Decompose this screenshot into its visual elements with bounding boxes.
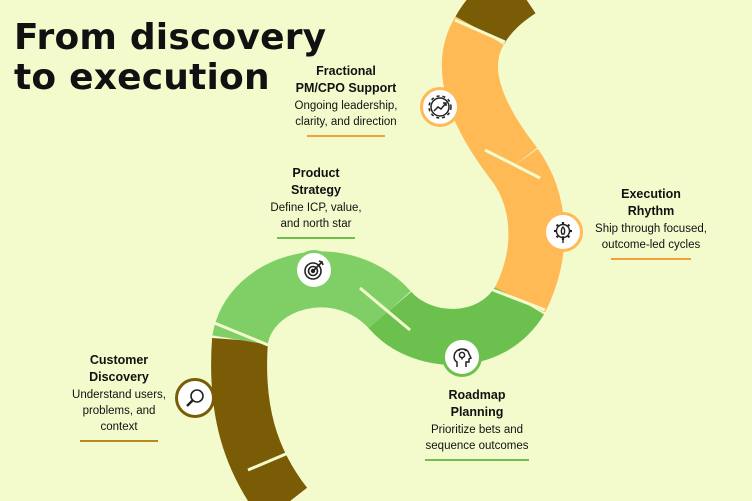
- stage-title: Execution Rhythm: [621, 187, 681, 218]
- stage-underline: [425, 459, 529, 461]
- page-title: From discovery to execution: [14, 18, 326, 98]
- magnifier-icon: [186, 389, 204, 407]
- path-segment-brown-end: [455, 0, 536, 45]
- stage-label-customer-discovery: Customer Discovery Understand users, pro…: [58, 352, 180, 442]
- stage-description: Ongoing leadership, clarity, and directi…: [294, 100, 398, 128]
- path-segment-orange-lower: [491, 148, 565, 313]
- separator: [247, 446, 301, 472]
- stage-description: Ship through focused, outcome-led cycles: [595, 223, 707, 251]
- title-line-1: From discovery: [14, 17, 327, 58]
- stage-label-fractional-support: Fractional PM/CPO Support Ongoing leader…: [281, 63, 411, 137]
- stage-underline: [80, 440, 158, 442]
- growth-cycle-icon: [428, 95, 452, 119]
- separator: [359, 286, 411, 332]
- separator: [484, 148, 541, 180]
- stage-icon-customer-discovery: [175, 378, 215, 418]
- stage-description: Prioritize bets and sequence outcomes: [425, 424, 529, 452]
- stage-icon-fractional-support: [420, 87, 460, 127]
- path-segment-brown-start: [211, 338, 308, 501]
- stage-icon-product-strategy: [294, 250, 334, 290]
- title-line-2: to execution: [14, 57, 270, 98]
- stage-underline: [307, 135, 385, 137]
- path-segment-orange-upper: [441, 15, 538, 183]
- stage-underline: [277, 237, 355, 239]
- stage-label-execution-rhythm: Execution Rhythm Ship through focused, o…: [590, 186, 712, 260]
- separator: [492, 288, 546, 312]
- stage-title: Fractional PM/CPO Support: [295, 64, 397, 95]
- stage-title: Product Strategy: [290, 166, 342, 197]
- stage-icon-execution-rhythm: [543, 212, 583, 252]
- head-lightbulb-icon: [453, 348, 473, 367]
- stage-description: Define ICP, value, and north star: [270, 202, 362, 230]
- stage-label-roadmap-planning: Roadmap Planning Prioritize bets and seq…: [408, 387, 546, 461]
- path-segment-green: [368, 283, 544, 365]
- separator: [454, 18, 506, 44]
- gear-rocket-icon: [554, 222, 572, 243]
- target-arrow-icon: [304, 260, 324, 280]
- stage-icon-roadmap-planning: [442, 337, 482, 377]
- stage-title: Roadmap Planning: [448, 388, 506, 419]
- stage-label-product-strategy: Product Strategy Define ICP, value, and …: [252, 165, 380, 239]
- separator: [211, 320, 269, 347]
- stage-description: Understand users, problems, and context: [72, 389, 166, 433]
- stage-underline: [611, 258, 691, 260]
- stage-title: Customer Discovery: [89, 353, 149, 384]
